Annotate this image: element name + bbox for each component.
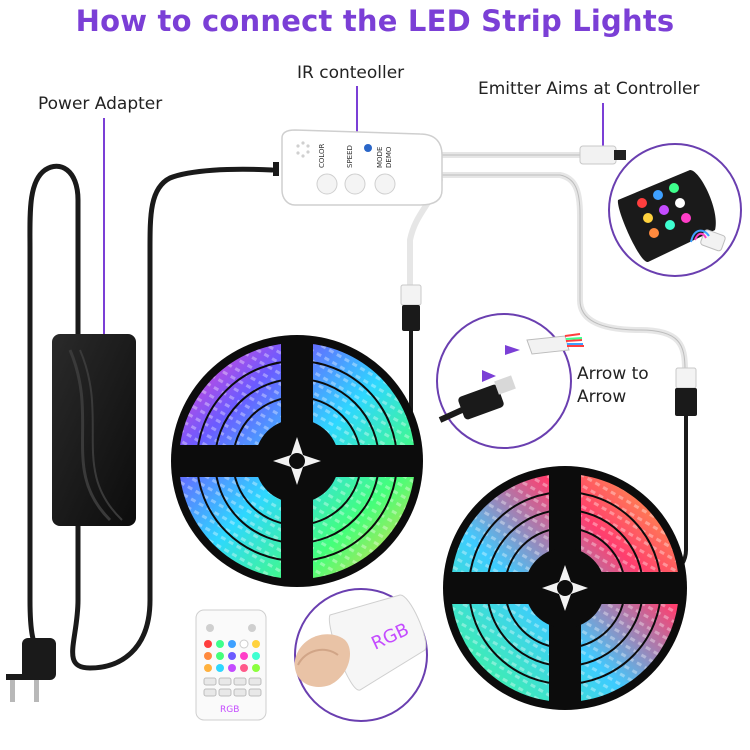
arrow-label-line2: Arrow (577, 387, 627, 407)
page-title: How to connect the LED Strip Lights (75, 4, 675, 38)
speed-button-label: SPEED (346, 145, 354, 168)
hand-remote-inset-circle: RGB (294, 588, 428, 722)
emitter-inset-circle (608, 143, 742, 277)
arrow-inset-circle (436, 313, 584, 449)
ir-controller-label: IR conteoller (297, 63, 405, 83)
power-cable (27, 163, 275, 671)
power-adapter-label: Power Adapter (38, 94, 163, 114)
mode-button-label: MODE (376, 147, 384, 168)
emitter-label: Emitter Aims at Controller (478, 79, 700, 99)
remote-logo-text: RGB (220, 705, 239, 715)
arrow-label-line1: Arrow to (577, 364, 649, 384)
led-reel-right (443, 466, 687, 710)
remote-control: RGB (195, 609, 267, 721)
emitter-connector (579, 145, 626, 165)
power-adapter (52, 334, 136, 526)
power-plug (6, 638, 56, 702)
color-button-label: COLOR (318, 143, 326, 168)
led-reel-left (171, 335, 423, 587)
demo-button-label: DEMO (385, 146, 393, 168)
ir-controller: COLOR SPEED MODE DEMO (273, 129, 443, 206)
